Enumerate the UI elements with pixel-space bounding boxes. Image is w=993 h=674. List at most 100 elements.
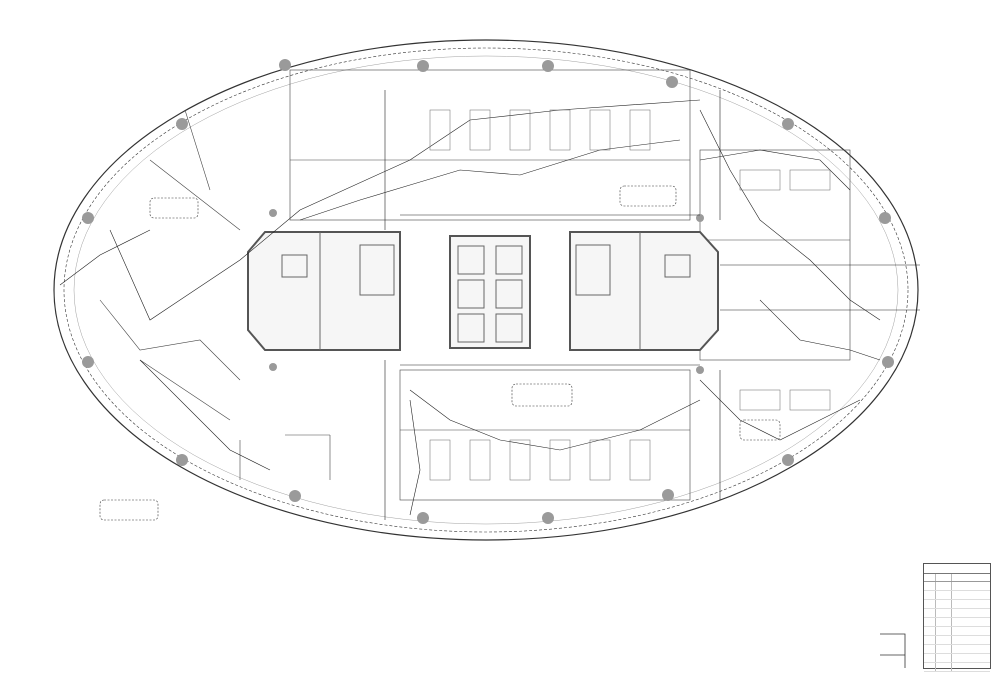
detail-section-mark (880, 633, 906, 668)
legend-desc (952, 591, 990, 599)
wall-west-2 (139, 359, 231, 421)
column (542, 512, 554, 524)
legend-desc (952, 636, 990, 644)
legend-row (924, 609, 990, 618)
desk-group (739, 389, 781, 411)
zone-east-office (699, 149, 851, 361)
core-west (247, 231, 401, 351)
column (666, 76, 678, 88)
building-outline (53, 39, 919, 541)
legend-header (924, 574, 990, 582)
cable-run (699, 379, 861, 441)
legend-no (924, 636, 936, 644)
elevator-2 (495, 245, 523, 275)
legend-no (924, 663, 936, 671)
shaft-west (281, 254, 308, 278)
desk-group (589, 439, 611, 481)
legend-symbol (936, 582, 952, 590)
shaft-east (664, 254, 691, 278)
elevator-6 (495, 313, 523, 343)
legend-symbol (936, 600, 952, 608)
desk-group (469, 109, 491, 151)
column (879, 212, 891, 224)
legend-symbol (936, 636, 952, 644)
annotation-box (739, 419, 781, 441)
column (269, 209, 277, 217)
legend-desc (952, 645, 990, 653)
desk-group (589, 109, 611, 151)
elevator-1 (457, 245, 485, 275)
office-zones (99, 69, 851, 501)
column (279, 59, 291, 71)
column (782, 118, 794, 130)
legend-row (924, 618, 990, 627)
legend-row (924, 654, 990, 663)
annotation-box (619, 185, 677, 207)
legend-symbol (936, 627, 952, 635)
elevator-5 (457, 313, 485, 343)
desk-group (429, 439, 451, 481)
core-center (449, 235, 531, 349)
cable-run (699, 149, 851, 191)
legend-symbol (936, 618, 952, 626)
elevator-3 (457, 279, 485, 309)
section-mark-line (880, 633, 906, 668)
cable-run (409, 399, 421, 516)
outer-curtain-wall (53, 39, 919, 541)
cable-run (139, 359, 271, 471)
legend-no (924, 600, 936, 608)
legend-row (924, 591, 990, 600)
legend-desc (952, 609, 990, 617)
wall-west-3 (184, 109, 211, 191)
legend-symbol (936, 609, 952, 617)
column (782, 454, 794, 466)
legend-no (924, 609, 936, 617)
cable-run (59, 229, 151, 286)
core-east (569, 231, 719, 351)
annotation-boxes (99, 185, 781, 521)
legend-symbol (936, 654, 952, 662)
legend-symbol (936, 663, 952, 671)
zone-south-office (399, 369, 691, 501)
floor-edge (73, 55, 899, 525)
column (882, 356, 894, 368)
legend-row (924, 600, 990, 609)
legend-no (924, 645, 936, 653)
wall-west-1 (149, 159, 241, 231)
desk-group (549, 109, 571, 151)
desk-group (739, 169, 781, 191)
legend-no (924, 591, 936, 599)
legend-row (924, 636, 990, 645)
wall-west-room (99, 299, 241, 381)
legend-desc (952, 654, 990, 662)
column (82, 356, 94, 368)
column (417, 512, 429, 524)
legend-no (924, 582, 936, 590)
legend-row (924, 627, 990, 636)
legend-desc (952, 663, 990, 671)
desk-group (629, 109, 651, 151)
column (542, 60, 554, 72)
column (696, 214, 704, 222)
legend-symbol (936, 591, 952, 599)
column (662, 489, 674, 501)
desk-group (509, 109, 531, 151)
legend-header-no (924, 574, 936, 581)
legend-no (924, 618, 936, 626)
legend-symbol (936, 645, 952, 653)
core-interior (281, 232, 691, 350)
room-west-stair (359, 244, 395, 296)
column (82, 212, 94, 224)
desk-clusters (429, 109, 831, 481)
cable-run (299, 139, 681, 221)
column (417, 60, 429, 72)
desk-group (789, 389, 831, 411)
cable-run (409, 389, 701, 451)
legend-no (924, 654, 936, 662)
legend-row (924, 582, 990, 591)
annotation-box (99, 499, 159, 521)
legend-title (924, 564, 990, 574)
column (176, 454, 188, 466)
room-east-stair (575, 244, 611, 296)
annotation-box (149, 197, 199, 219)
